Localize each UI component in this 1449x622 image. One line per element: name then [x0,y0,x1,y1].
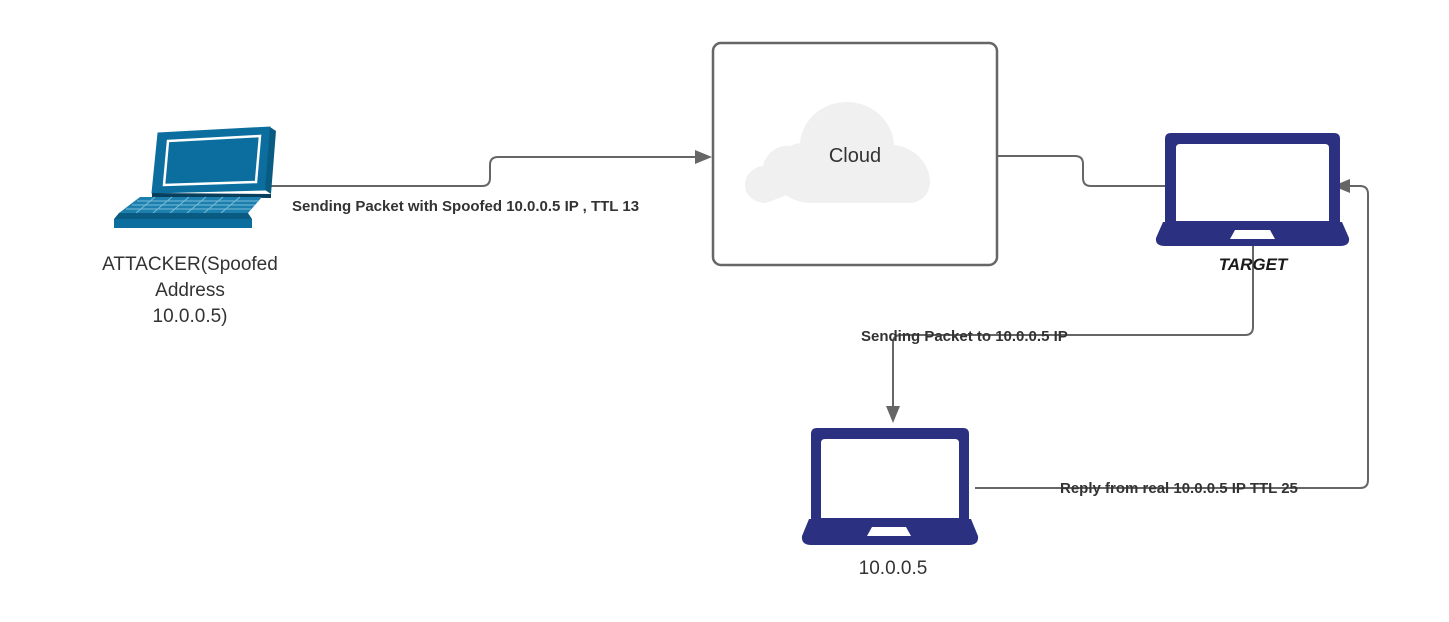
node-victim[interactable]: 10.0.0.5 [801,428,979,579]
edge-victim-to-target-path [975,185,1369,489]
edge-attacker-to-cloud: Sending Packet with Spoofed 10.0.0.5 IP … [264,150,712,215]
edge-label-target-to-victim: Sending Packet to 10.0.0.5 IP [861,328,1068,345]
node-cloud[interactable]: Cloud [711,41,999,267]
node-attacker-label-line2: Address [155,280,225,301]
cloud-icon [745,102,930,203]
edge-cloud-to-target-path [998,155,1167,187]
node-attacker[interactable]: ATTACKER(Spoofed Address 10.0.0.5) [102,126,278,327]
edge-victim-to-target: Reply from real 10.0.0.5 IP TTL 25 [975,179,1369,497]
node-target-label: TARGET [1219,255,1289,274]
edge-target-to-victim-path [892,243,1254,408]
node-victim-label: 10.0.0.5 [859,558,928,579]
node-attacker-label-line1: ATTACKER(Spoofed [102,254,278,275]
node-cloud-label: Cloud [829,145,881,167]
edge-attacker-to-cloud-path [264,156,697,187]
edge-victim-to-target-arrowhead [1333,179,1350,193]
edge-target-to-victim-arrowhead [886,406,900,423]
laptop-icon [801,428,979,545]
edge-attacker-to-cloud-arrowhead [695,150,712,164]
laptop-isometric-icon [114,126,276,228]
laptop-icon [1155,133,1350,246]
edge-target-to-victim: Sending Packet to 10.0.0.5 IP [861,243,1254,423]
edge-label-victim-to-target: Reply from real 10.0.0.5 IP TTL 25 [1060,480,1298,497]
node-target[interactable]: TARGET [1155,133,1350,274]
edge-cloud-to-target [998,155,1167,187]
node-attacker-label-line3: 10.0.0.5) [153,306,228,327]
edge-label-attacker-to-cloud: Sending Packet with Spoofed 10.0.0.5 IP … [292,198,639,215]
